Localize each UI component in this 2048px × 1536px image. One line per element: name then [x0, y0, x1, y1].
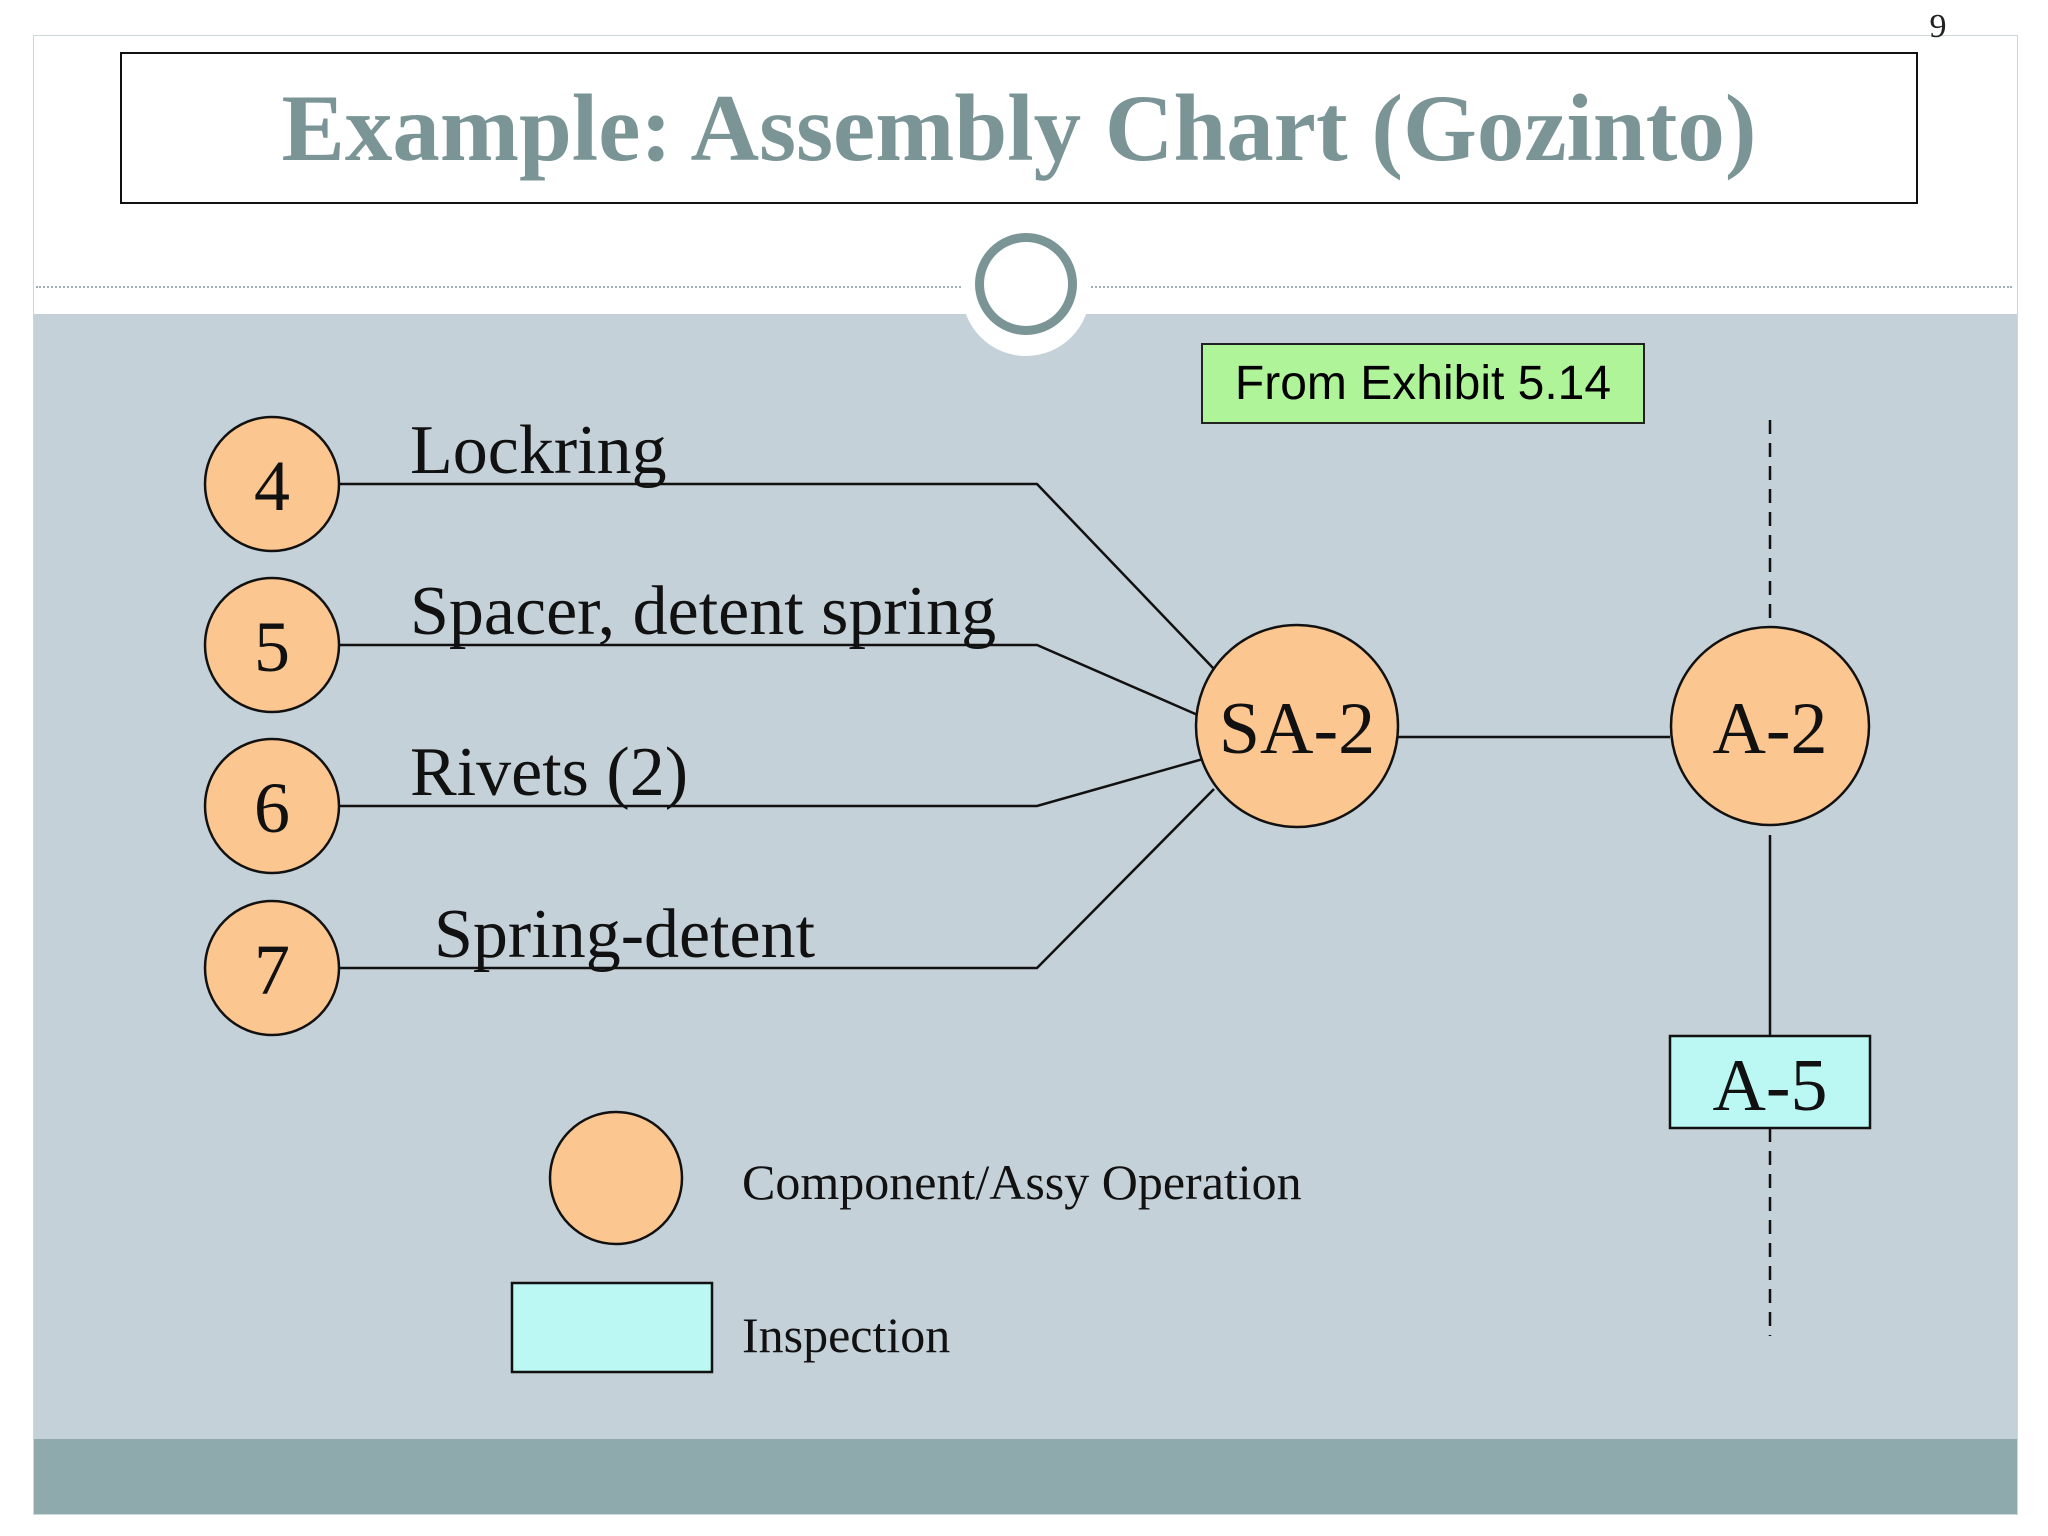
slide-frame [33, 35, 2018, 1515]
inspection-node: A-5 [1668, 1034, 1872, 1130]
component-6-label: Rivets (2) [410, 734, 688, 811]
assembly-node: A-2 [1669, 625, 1871, 827]
title-box: Example: Assembly Chart (Gozinto) [120, 52, 1918, 204]
component-7: 7 Spring-detent [203, 896, 816, 1037]
footer-band [34, 1439, 2017, 1514]
component-4-number: 4 [254, 446, 290, 526]
connector-7 [339, 788, 1215, 970]
legend-inspection-label: Inspection [742, 1307, 950, 1363]
component-5: 5 Spacer, detent spring [203, 573, 996, 714]
component-5-number: 5 [254, 607, 290, 687]
legend-operation-label: Component/Assy Operation [742, 1154, 1302, 1210]
component-6: 6 Rivets (2) [203, 734, 688, 875]
inspection-label: A-5 [1712, 1045, 1827, 1127]
component-5-label: Spacer, detent spring [410, 573, 996, 650]
subassembly-label: SA-2 [1219, 688, 1375, 770]
subassembly-node: SA-2 [1194, 623, 1400, 829]
assembly-label: A-2 [1712, 688, 1827, 770]
connector-lines [339, 482, 1772, 1036]
component-4: 4 Lockring [203, 412, 667, 553]
component-4-label: Lockring [410, 412, 667, 489]
component-7-number: 7 [254, 930, 290, 1010]
connector-4 [339, 482, 1215, 670]
component-7-label: Spring-detent [434, 896, 816, 973]
content-background [34, 314, 2017, 1439]
legend: Component/Assy Operation Inspection [510, 1110, 1302, 1374]
ring-ornament-icon [975, 233, 1077, 335]
page-title: Example: Assembly Chart (Gozinto) [281, 75, 1757, 181]
exhibit-source-label: From Exhibit 5.14 [1201, 343, 1645, 424]
legend-operation-icon [548, 1110, 684, 1246]
connector-5 [339, 643, 1201, 718]
page-number: 9 [1929, 8, 1947, 45]
component-6-number: 6 [254, 768, 290, 848]
legend-inspection-icon [510, 1281, 714, 1374]
connector-6 [339, 757, 1204, 808]
